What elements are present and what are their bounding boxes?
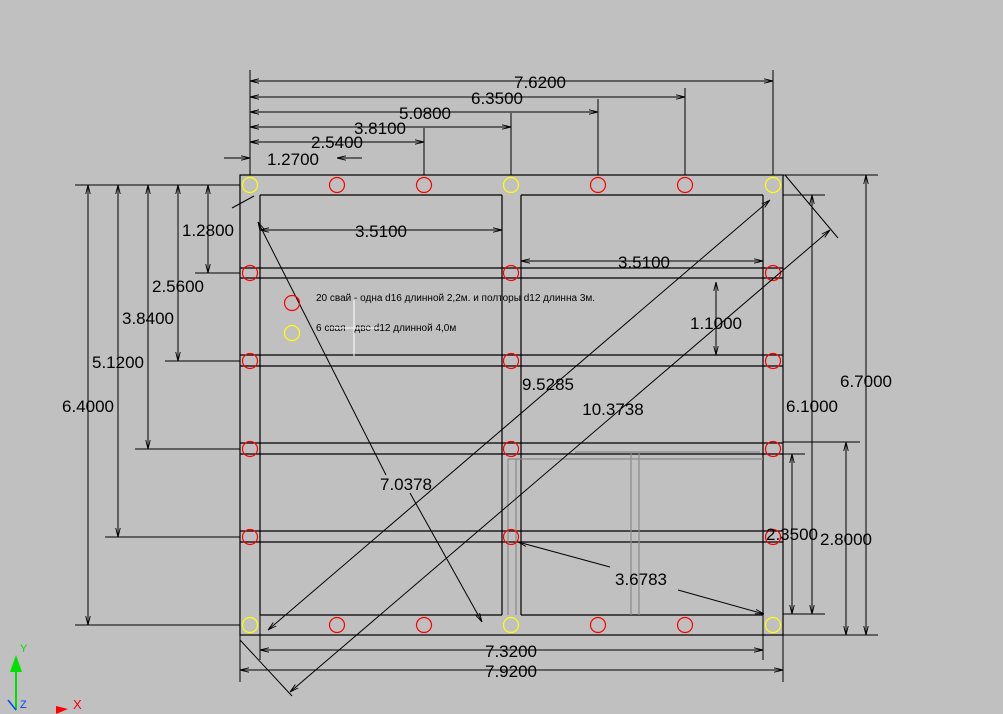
- dim-label[interactable]: 7.3200: [485, 642, 537, 661]
- dimension-line: [409, 492, 483, 622]
- dim-label[interactable]: 2.3500: [766, 525, 818, 544]
- dim-label[interactable]: 3.6783: [615, 570, 667, 589]
- outer-wall: [239, 174, 784, 636]
- pile-red[interactable]: [241, 440, 259, 458]
- legend-red-pile: [283, 294, 301, 312]
- pile-red[interactable]: [328, 616, 346, 634]
- dim-label[interactable]: 2.8000: [820, 530, 872, 549]
- top-dimensions: 7.6200 6.3500 5.0800 3.8100 2.5400 1.270…: [224, 70, 774, 175]
- pile-yellow[interactable]: [241, 616, 259, 634]
- pile-red[interactable]: [241, 264, 259, 282]
- dim-label[interactable]: 1.2700: [267, 150, 319, 169]
- dim-label[interactable]: 6.7000: [840, 372, 892, 391]
- legend-yellow-pile: [283, 324, 301, 342]
- y-axis-label: Y: [20, 643, 28, 655]
- dimension-line: [677, 589, 764, 615]
- dimension-line: [518, 541, 611, 568]
- diagonal-dimensions: 9.5285 10.3738 7.0378 3.6783: [231, 174, 839, 697]
- pile-yellow[interactable]: [502, 176, 520, 194]
- extension-line: [239, 639, 293, 697]
- pile-red[interactable]: [589, 176, 607, 194]
- pile-red[interactable]: [328, 176, 346, 194]
- pile-red[interactable]: [241, 352, 259, 370]
- y-axis-arrowhead-icon: [10, 655, 22, 672]
- legend-red-note[interactable]: 20 свай - одна d16 длинной 2,2м. и полто…: [316, 293, 595, 304]
- dim-label[interactable]: 7.6200: [514, 73, 566, 92]
- x-axis-label: X: [73, 697, 82, 712]
- dim-label[interactable]: 6.3500: [471, 89, 523, 108]
- pile-yellow[interactable]: [502, 616, 520, 634]
- dim-label[interactable]: 7.9200: [485, 662, 537, 681]
- dim-label[interactable]: 2.5600: [152, 277, 204, 296]
- dim-label[interactable]: 3.8100: [354, 119, 406, 138]
- dim-label[interactable]: 3.5100: [618, 253, 670, 272]
- pile-yellow[interactable]: [764, 616, 782, 634]
- pile-yellow[interactable]: [764, 176, 782, 194]
- pile-red[interactable]: [415, 176, 433, 194]
- pile-legend: 20 свай - одна d16 длинной 2,2м. и полто…: [283, 293, 595, 356]
- pile-red[interactable]: [589, 616, 607, 634]
- z-axis-icon: [7, 699, 17, 711]
- dim-label[interactable]: 2.5400: [311, 133, 363, 152]
- dim-label[interactable]: 10.3738: [582, 400, 643, 419]
- left-dimensions: 1.2800 2.5600 3.8400 5.1200 6.4000: [62, 184, 240, 626]
- dim-label[interactable]: 1.2800: [182, 221, 234, 240]
- dim-label[interactable]: 5.0800: [399, 104, 451, 123]
- z-axis-label: Z: [20, 699, 27, 711]
- dimension-line: [257, 222, 387, 476]
- floor-plan: [239, 174, 784, 636]
- pile-red[interactable]: [676, 616, 694, 634]
- dim-label[interactable]: 6.1000: [786, 397, 838, 416]
- pile-red[interactable]: [415, 616, 433, 634]
- pile-yellow[interactable]: [241, 176, 259, 194]
- dim-label[interactable]: 7.0378: [380, 475, 432, 494]
- right-dimensions: 6.7000 6.1000 2.3500 2.8000: [766, 174, 892, 636]
- dim-label[interactable]: 6.4000: [62, 397, 114, 416]
- piles: [241, 176, 782, 634]
- dim-label[interactable]: 9.5285: [522, 375, 574, 394]
- legend-yellow-note[interactable]: 6 свая - две d12 длинной 4,0м: [316, 323, 456, 334]
- ucs-axis-icon: Y Z X: [7, 643, 82, 714]
- dimension-line: [268, 200, 770, 630]
- dimension-line: [290, 230, 830, 692]
- x-axis-arrowhead-icon: [56, 706, 68, 714]
- dim-label[interactable]: 3.8400: [122, 309, 174, 328]
- interior-dimensions: 3.5100 3.5100 1.1000: [260, 222, 763, 355]
- dim-label[interactable]: 1.1000: [690, 314, 742, 333]
- bottom-dimensions: 7.3200 7.9200: [239, 615, 784, 682]
- dim-label[interactable]: 5.1200: [92, 353, 144, 372]
- pile-red[interactable]: [241, 528, 259, 546]
- pile-red[interactable]: [676, 176, 694, 194]
- extension-line: [231, 195, 255, 209]
- dim-label[interactable]: 3.5100: [355, 222, 407, 241]
